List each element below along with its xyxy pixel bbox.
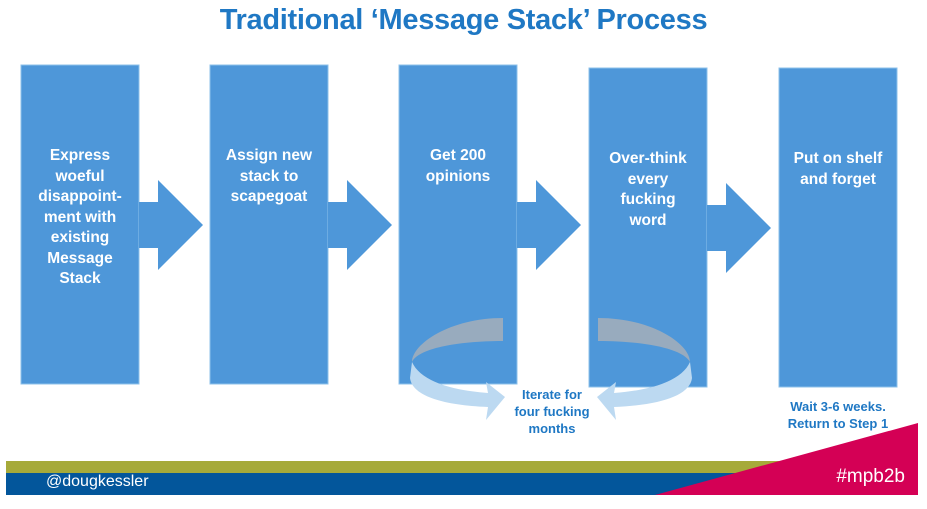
- step-label-5: Put on shelf and forget: [793, 150, 883, 188]
- step-label-1: Express woeful disappoint- ment with exi…: [38, 147, 122, 287]
- loop-arrow-left-icon: [410, 318, 505, 420]
- footer-green-band: [6, 461, 906, 473]
- step-box-2: [209, 64, 329, 385]
- right-arrow-icon: [517, 180, 581, 270]
- final-note: Wait 3-6 weeks. Return to Step 1: [787, 399, 889, 431]
- loop-arrow-right-icon: [597, 318, 692, 420]
- right-arrow-icon: [707, 183, 771, 273]
- right-arrow-icon: [328, 180, 392, 270]
- footer-pink-wedge: [655, 423, 918, 495]
- step-label-4: Over-think every fucking word: [609, 150, 687, 229]
- footer-handle: @dougkessler: [46, 473, 149, 490]
- step-label-3: Get 200 opinions: [425, 147, 491, 185]
- footer-hashtag: #mpb2b: [836, 466, 905, 487]
- loop-note: Iterate for four fucking months: [514, 387, 590, 436]
- step-box-5: [778, 67, 898, 388]
- slide-title: Traditional ‘Message Stack’ Process: [219, 4, 708, 36]
- right-arrow-icon: [139, 180, 203, 270]
- step-label-2: Assign new stack to scapegoat: [225, 147, 313, 205]
